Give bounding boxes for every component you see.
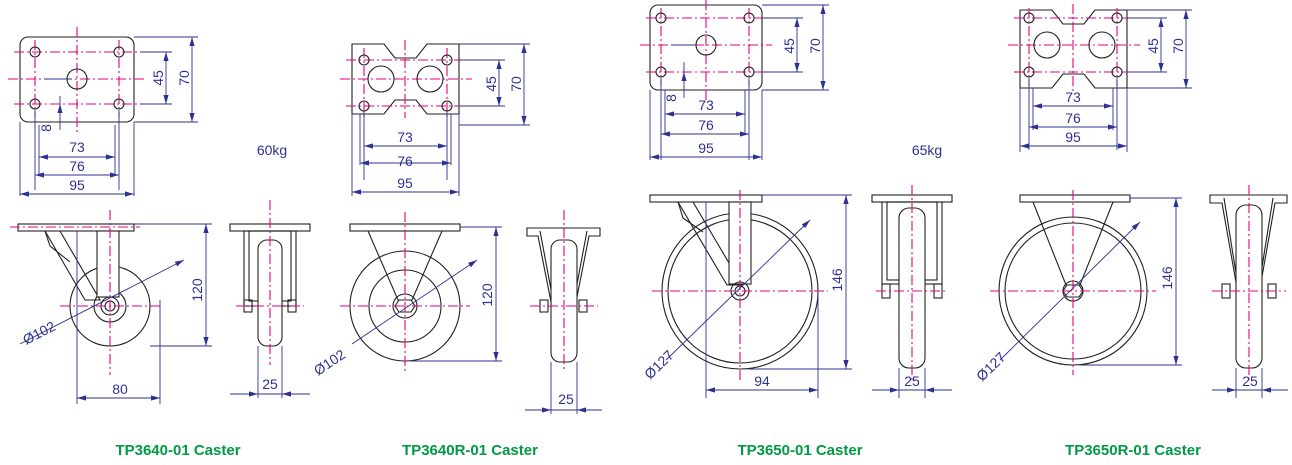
dim-76: 76 [1065,110,1081,126]
caster-tp3650r-01: 45 70 73 76 95 Ø127 146 [973,4,1288,459]
caster-title: TP3650R-01 Caster [1065,442,1201,459]
wheel-diameter: Ø102 [20,318,58,348]
dim-45: 45 [483,76,499,92]
dim-73: 73 [69,139,85,155]
dim-width: 25 [1242,373,1258,389]
caster-tp3640r-01: 45 70 73 76 95 Ø102 120 [311,40,602,459]
swivel-plate-top-view: 45 70 8 73 76 95 [8,27,198,197]
dim-95: 95 [1065,129,1081,145]
caster-front-view: 25 [1209,185,1288,398]
rigid-plate-top-view: 45 70 73 76 95 [340,40,530,196]
caster-tp3640-01: 45 70 8 73 76 95 60kg Ø102 [8,27,311,459]
dim-70: 70 [508,76,524,92]
dim-8: 8 [38,124,54,132]
dim-height: 146 [1159,266,1175,290]
dim-73: 73 [397,129,413,145]
dim-95: 95 [69,177,85,193]
dim-height: 120 [189,278,205,302]
dim-8: 8 [663,94,679,102]
dim-76: 76 [698,117,714,133]
dim-95: 95 [698,140,714,156]
caster-side-view: Ø102 120 [311,212,502,378]
caster-tp3650-01: 45 70 8 73 76 95 65kg Ø127 14 [640,0,953,459]
dim-76: 76 [397,153,413,169]
caster-title: TP3640R-01 Caster [402,442,538,459]
load-capacity: 65kg [912,142,942,158]
caster-front-view: 25 [525,210,602,414]
dim-height: 146 [829,268,845,292]
dim-76: 76 [69,158,85,174]
dim-offset: 94 [754,373,770,389]
swivel-plate-top-view: 45 70 8 73 76 95 [640,0,829,160]
rigid-plate-top-view: 45 70 73 76 95 [1008,4,1192,152]
caster-title: TP3640-01 Caster [115,442,240,459]
dim-70: 70 [807,38,823,54]
dim-70: 70 [1170,38,1186,54]
caster-front-view: 25 [871,185,953,398]
dim-45: 45 [150,70,166,86]
dim-offset: 80 [112,381,128,397]
wheel-diameter: Ø127 [973,349,1009,384]
load-capacity: 60kg [257,142,287,158]
dim-width: 25 [262,376,278,392]
dim-height: 120 [479,283,495,307]
dim-70: 70 [176,70,192,86]
caster-side-view: Ø127 146 [973,190,1182,384]
caster-front-view: 25 [229,200,311,398]
dim-73: 73 [698,97,714,113]
dim-73: 73 [1065,89,1081,105]
wheel-diameter: Ø127 [641,347,677,382]
dim-45: 45 [1145,38,1161,54]
dim-width: 25 [558,391,574,407]
wheel-diameter: Ø102 [311,346,349,379]
dim-95: 95 [397,175,413,191]
caster-side-view: Ø127 146 94 [641,190,852,398]
dim-width: 25 [904,373,920,389]
caster-side-view: Ø102 120 80 [10,210,212,404]
dim-45: 45 [781,38,797,54]
caster-title: TP3650-01 Caster [737,442,862,459]
